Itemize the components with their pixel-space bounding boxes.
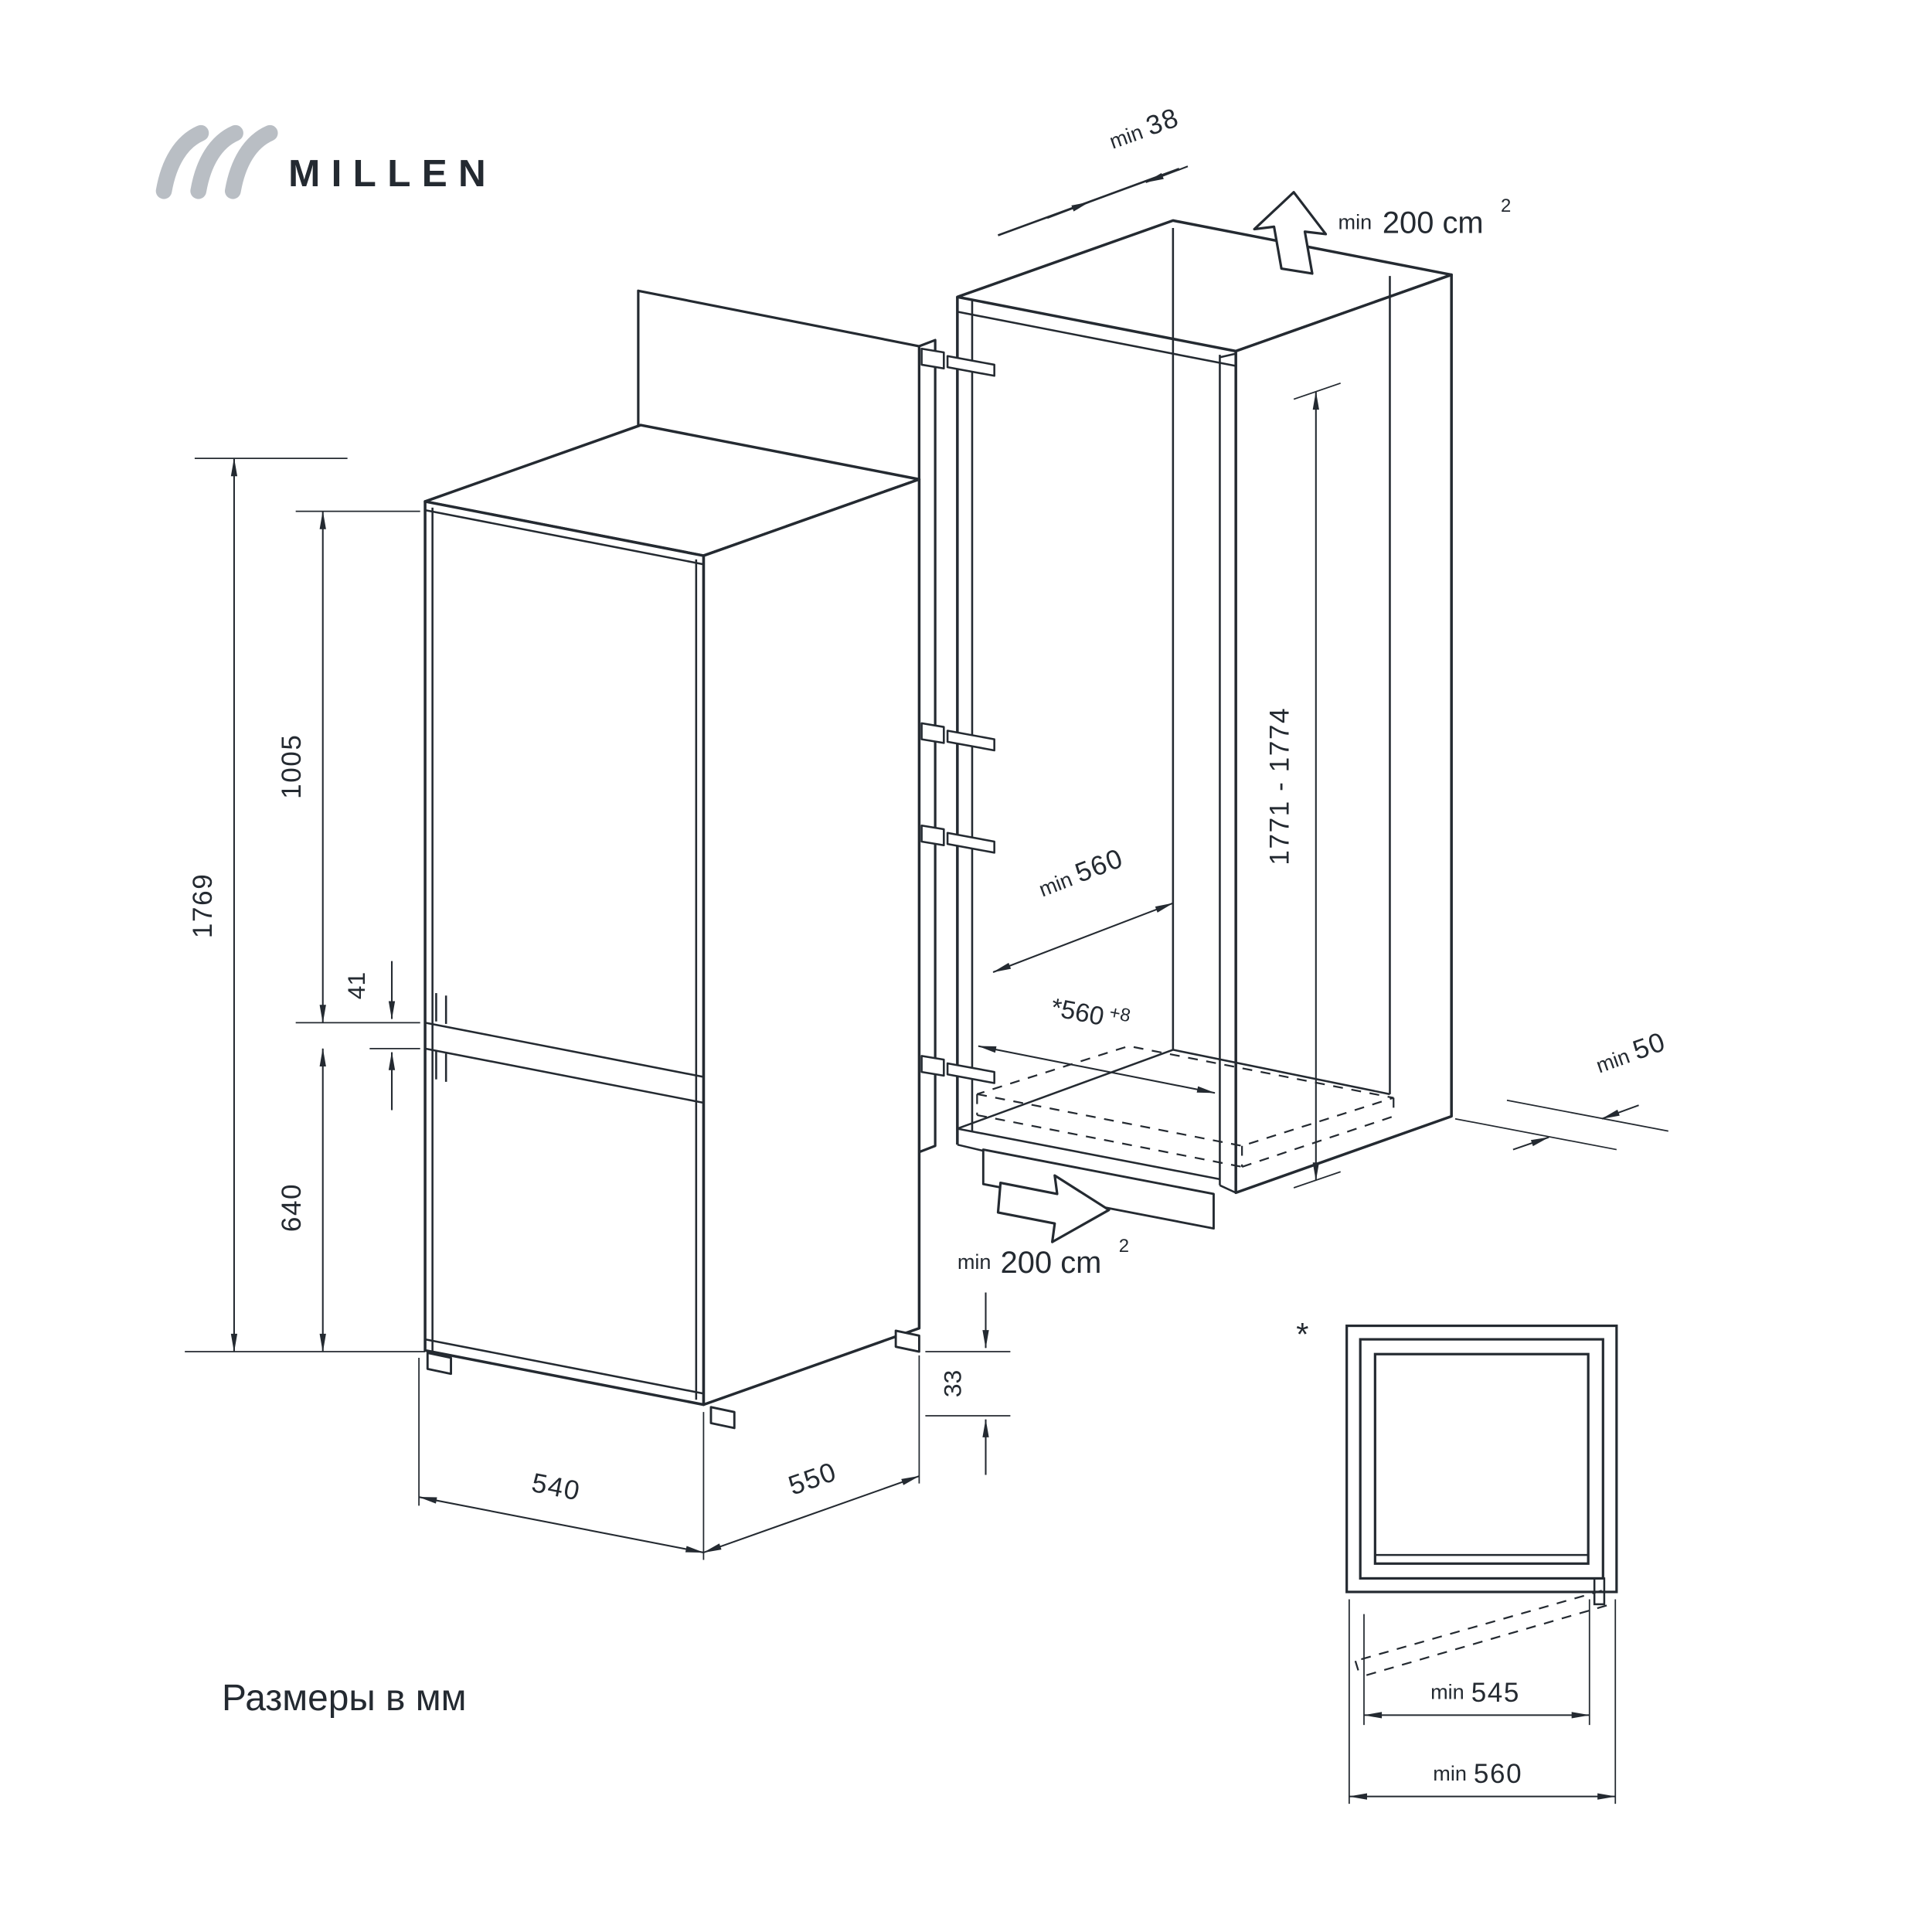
dim-door-width: min 545 (1430, 1678, 1520, 1708)
vent-arrow-top-icon (1253, 191, 1328, 275)
dim-wall-gap: min38 (1104, 102, 1182, 155)
brand-wave-icon (155, 124, 278, 199)
dim-depth: 550 (784, 1457, 841, 1502)
vent-top-label: min 200 cm 2 (1338, 196, 1512, 240)
dim-freezer-door-height: 640 (277, 1183, 307, 1232)
dim-niche-height: 1771 - 1774 (1265, 707, 1295, 866)
dim-niche-depth: min560 (1034, 843, 1128, 903)
fridge-door-lines (424, 507, 704, 1400)
vent-bottom-label: min 200 cm 2 (957, 1236, 1129, 1280)
niche-isometric (920, 168, 1453, 1243)
dim-niche-width: *560+8 (1049, 991, 1132, 1036)
dim-width: 540 (529, 1468, 583, 1506)
dim-fridge-door-height: 1005 (277, 734, 307, 799)
brand-logo: MILLEN (155, 124, 497, 199)
front-view: * min 545 min 560 (1296, 1316, 1618, 1804)
dim-rear-gap: min50 (1591, 1026, 1669, 1079)
units-note: Размеры в мм (222, 1678, 467, 1719)
footnote-star: * (1296, 1316, 1308, 1352)
fridge-isometric (423, 423, 921, 1430)
dim-feet-height: 33 (939, 1370, 967, 1397)
fridge-feet (426, 1329, 920, 1430)
dim-door-gap: 41 (342, 972, 370, 999)
vent-arrow-bottom-icon (996, 1174, 1111, 1243)
dim-front-niche-width: min 560 (1433, 1759, 1522, 1789)
dim-total-height: 1769 (188, 873, 218, 938)
brand-name: MILLEN (288, 152, 497, 195)
door-swing-dashed (1354, 1590, 1607, 1679)
